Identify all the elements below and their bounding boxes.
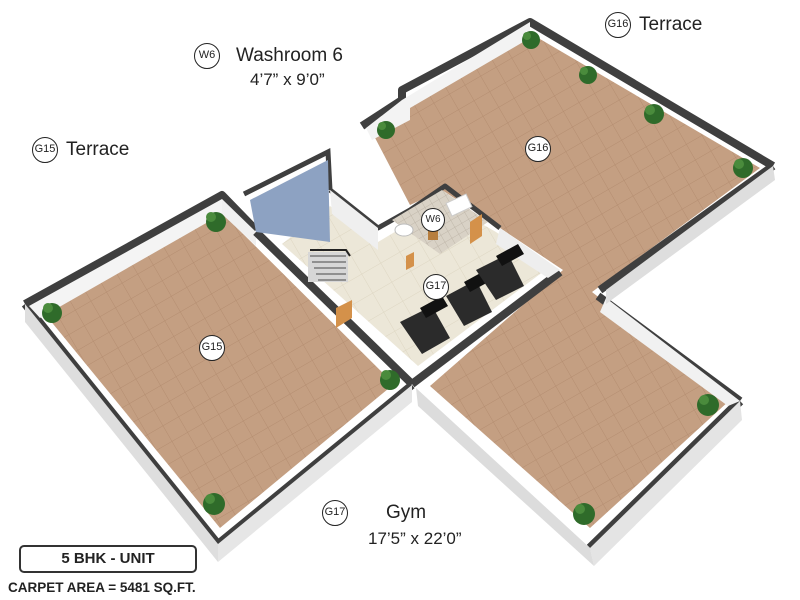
potted-plant-icon xyxy=(579,66,597,84)
gym-g17 xyxy=(242,148,563,388)
legend-badge-g16: G16 xyxy=(605,12,631,38)
potted-plant-icon xyxy=(697,394,719,416)
potted-plant-icon xyxy=(644,104,664,124)
legend-badge-w6: W6 xyxy=(194,43,220,69)
room-badge-g16: G16 xyxy=(525,136,551,162)
staircase-icon xyxy=(308,249,351,282)
legend-badge-g15: G15 xyxy=(32,137,58,163)
legend-dims-w6: 4’7” x 9’0” xyxy=(250,70,325,89)
door-icon xyxy=(406,252,414,270)
potted-plant-icon xyxy=(206,212,226,232)
legend-label-g17: Gym xyxy=(386,502,427,523)
legend-label-w6: Washroom 6 xyxy=(236,45,343,66)
legend-label-g16: Terrace xyxy=(639,14,703,35)
room-badge-g15: G15 xyxy=(199,335,225,361)
potted-plant-icon xyxy=(377,121,395,139)
door-icon xyxy=(470,214,482,244)
potted-plant-icon xyxy=(203,493,225,515)
legend-dims-g17: 17’5” x 22’0” xyxy=(368,529,462,548)
terrace-g15 xyxy=(21,191,415,562)
carpet-area-text: CARPET AREA = 5481 SQ.FT. xyxy=(8,580,196,595)
blue-feature-wall xyxy=(250,160,330,242)
door-icon xyxy=(336,300,352,328)
legend-badge-g17: G17 xyxy=(322,500,348,526)
potted-plant-icon xyxy=(573,503,595,525)
potted-plant-icon xyxy=(733,158,753,178)
treadmill-icon xyxy=(476,244,524,300)
room-badge-g17: G17 xyxy=(423,274,449,300)
potted-plant-icon xyxy=(42,303,62,323)
room-badge-w6: W6 xyxy=(421,208,445,232)
legend-label-g15: Terrace xyxy=(66,139,130,160)
treadmill-icon xyxy=(400,296,450,354)
potted-plant-icon xyxy=(522,31,540,49)
terrace-g16 xyxy=(359,18,776,566)
potted-plant-icon xyxy=(380,370,400,390)
unit-type-box: 5 BHK - UNIT xyxy=(19,545,197,573)
